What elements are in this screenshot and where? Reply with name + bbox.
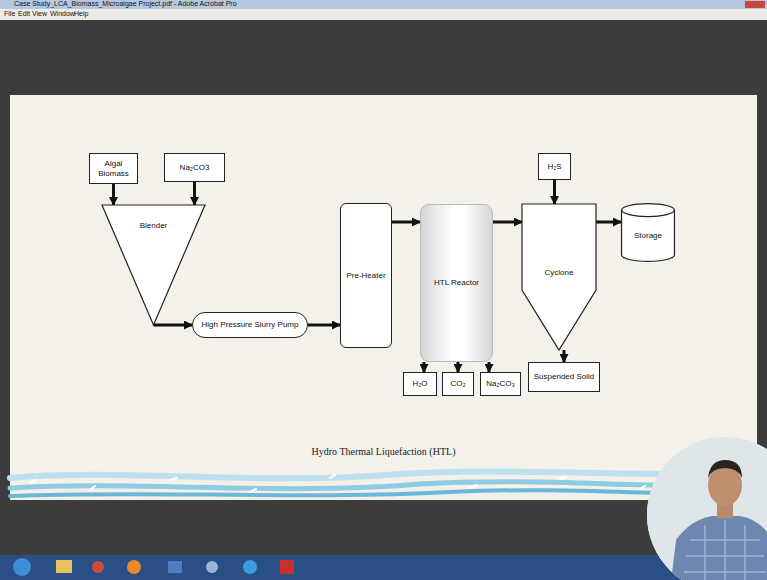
node-text: H₂O [412,379,427,388]
node-text: Algal Biomass [90,159,137,177]
cyclone-separator: Cyclone [522,204,596,350]
title-bar [0,0,767,9]
presenter-video [640,430,767,580]
menu-item: File [4,10,15,17]
output-box: Suspended Solid [528,362,600,392]
output-box: H₂O [403,372,437,396]
node-text: HTL Reactor [434,278,479,287]
flow-arrow [112,184,115,205]
menu-bar [0,9,767,20]
node-text: Pre-Heater [346,271,385,280]
flow-arrow [488,362,491,372]
flow-arrow [457,362,460,372]
node-text: H₂S [547,162,561,171]
node-text: Storage [634,231,662,240]
slide-wave [10,470,757,496]
taskbar-icons [13,558,760,576]
node-text: High Pressure Slurry Pump [202,320,299,329]
menu-item: Help [74,10,88,17]
flow-arrow [392,221,420,224]
flow-arrow [563,350,566,362]
output-box: CO₂ [442,372,474,396]
input-box: Na₂CO3 [164,153,225,182]
flow-arrow [193,182,196,205]
storage-tank: Storage [621,203,675,262]
heater-box: Pre-Heater [340,203,392,348]
flow-arrow [423,362,426,372]
window-title: Case Study_LCA_Biomass_Microalgae Projec… [14,0,237,7]
flow-arrow [154,324,193,327]
node-text: Suspended Solid [534,372,595,381]
node-text: Na₂CO₃ [486,379,515,388]
taskbar [0,555,767,580]
output-box: Na₂CO₃ [480,372,521,396]
window-buttons [745,1,765,8]
pump-box: High Pressure Slurry Pump [192,312,308,338]
blender-hopper: Blender [102,205,205,325]
slide-caption: Hydro Thermal Liquefaction (HTL) [0,446,767,457]
node-text: Blender [140,221,168,230]
menu-item: Window [50,10,75,17]
node-text: Na₂CO3 [180,163,210,172]
reactor-vessel: HTL Reactor [420,204,493,362]
node-text: CO₂ [450,379,465,388]
input-box: Algal Biomass [89,153,138,184]
menu-item: Edit [18,10,30,17]
menu-item: View [32,10,47,17]
flow-arrow [493,221,522,224]
flow-arrow [308,324,340,327]
flow-arrow [596,221,621,224]
flow-arrow [553,180,556,204]
node-text: Cyclone [545,268,574,277]
output-box: H₂S [538,153,571,180]
slide [10,95,757,500]
